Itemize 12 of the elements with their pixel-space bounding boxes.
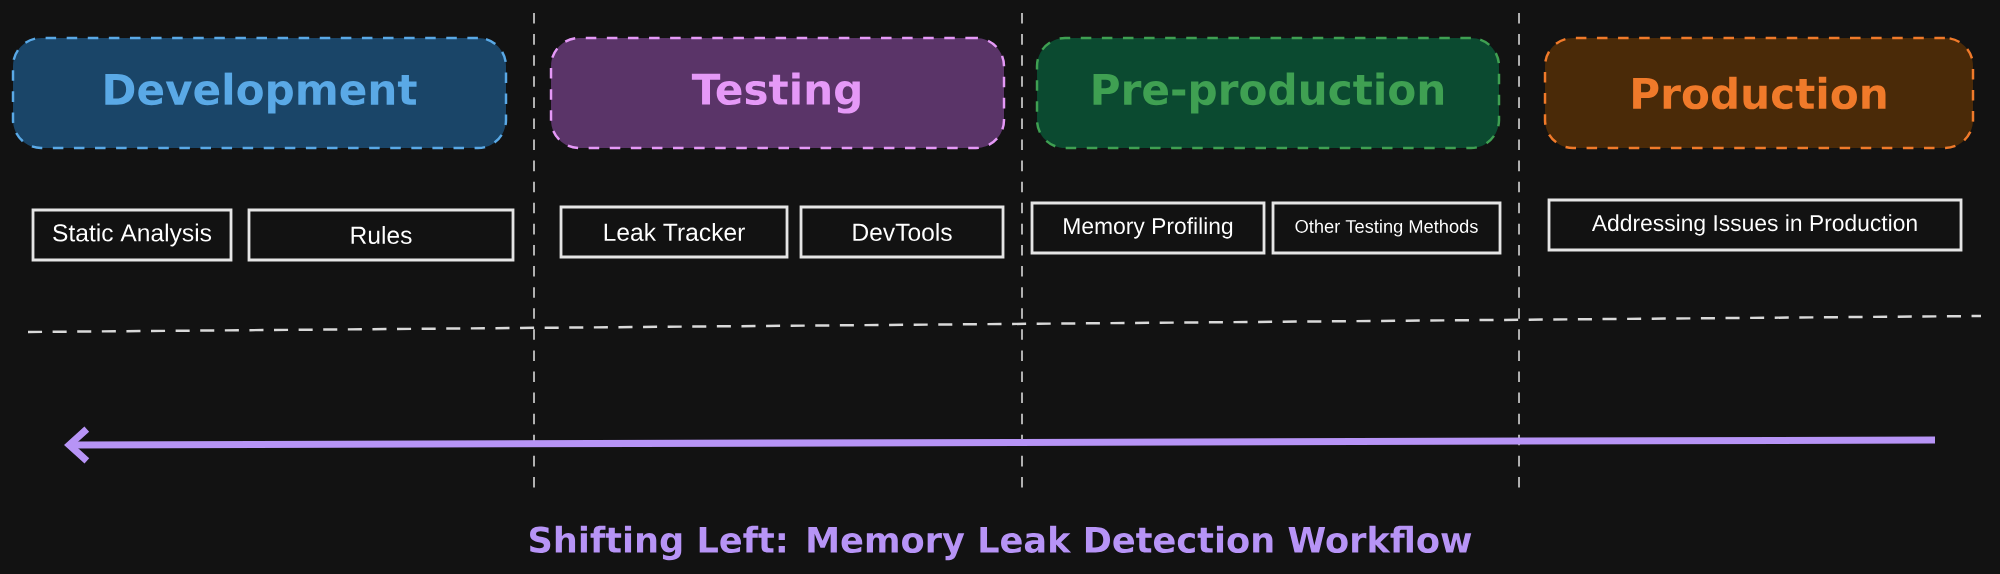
tool-box: Leak Tracker <box>559 205 789 259</box>
tool-box: Memory Profiling <box>1030 201 1266 255</box>
stage-box: Production <box>1543 36 1975 150</box>
diagram-title: Shifting Left: Memory Leak Detection Workflow <box>530 525 1472 561</box>
stage-box: Testing <box>549 36 1006 150</box>
tool-box: Rules <box>247 208 515 262</box>
tool-box: Static Analysis <box>31 208 233 262</box>
tool-box: Other Testing Methods <box>1271 201 1502 255</box>
tool-box: DevTools <box>799 205 1005 259</box>
stage-box: Pre-production <box>1035 36 1501 150</box>
stage-box: Development <box>11 36 508 150</box>
tool-box: Addressing Issues in Production <box>1547 198 1963 252</box>
